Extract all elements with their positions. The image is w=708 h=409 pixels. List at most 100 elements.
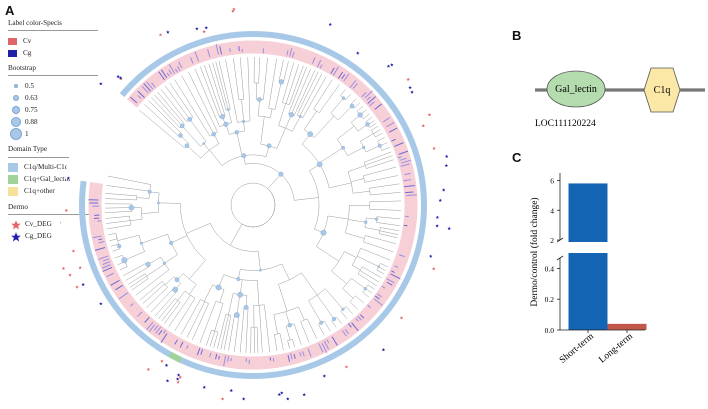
legend-item-domain: C1q/Multi-C1q [8, 162, 120, 174]
tree-branch [119, 266, 128, 271]
tree-branch [216, 119, 220, 127]
species-ring-tick [355, 318, 359, 322]
x-tick-label: Short-term [558, 331, 596, 366]
deg-star [441, 188, 446, 192]
tree-branch [206, 300, 217, 325]
species-ring-tick [178, 61, 183, 69]
species-ring-tick [349, 80, 357, 88]
tree-branch [228, 293, 234, 315]
y-axis-label: Dermo/control (fold change) [529, 197, 540, 306]
tree-branch [308, 300, 322, 323]
deg-star [427, 113, 432, 117]
bootstrap-node [174, 277, 180, 283]
domain-swatch [8, 187, 18, 197]
tree-branch [234, 340, 236, 352]
tree-branch [163, 298, 176, 313]
tree-branch [326, 79, 333, 88]
species-ring-tick [162, 329, 167, 334]
domain-type-ring [79, 31, 427, 379]
species-ring-tick [94, 247, 106, 251]
tree-branch [347, 165, 366, 172]
deg-star-markers [60, 7, 451, 401]
deg-star [438, 198, 442, 202]
species-ring-tick [292, 51, 295, 58]
tree-branch [256, 327, 258, 345]
tree-branch [202, 113, 215, 135]
tree-branch [112, 248, 121, 252]
bootstrap-node [349, 103, 355, 109]
deg-star [116, 74, 120, 79]
tree-branch [331, 270, 347, 285]
tree-branch [345, 306, 348, 309]
tree-branch [359, 270, 373, 279]
species-ring-tick [168, 69, 172, 75]
deg-star [66, 176, 71, 180]
deg-star [344, 365, 349, 369]
tree-branch [186, 223, 211, 234]
tree-branch [253, 304, 265, 306]
tree-branch [329, 182, 352, 189]
species-ring-tick [160, 333, 168, 343]
tree-branch [241, 79, 245, 100]
deg-star [229, 388, 233, 392]
species-ring-tick [130, 303, 134, 307]
species-ring-tick [312, 57, 316, 64]
tree-branch [154, 94, 175, 118]
tree-branch [275, 343, 278, 352]
x-tick-label: Long-term [597, 331, 635, 365]
tree-branch [357, 273, 367, 280]
species-ring-tick [146, 321, 154, 330]
fold-change-bar-chart: Dermo/control (fold change) 2460.00.20.4… [529, 173, 647, 366]
species-ring-tick [218, 355, 220, 360]
tree-branch [191, 329, 198, 341]
species-ring-tick [219, 46, 223, 55]
bootstrap-node [288, 112, 294, 118]
tree-branch [203, 143, 210, 151]
species-ring-tick [386, 278, 395, 284]
deg-star [231, 9, 235, 13]
circular-phylogenetic-tree [60, 7, 451, 401]
tree-branch [302, 104, 311, 119]
tree-branch [292, 339, 295, 348]
tree-branch [113, 215, 130, 218]
legend-item-bootstrap: 0.63 [8, 92, 120, 104]
species-ring-tick [141, 86, 149, 94]
bootstrap-node [316, 161, 323, 168]
tree-branch [209, 92, 220, 118]
tree-branch [347, 308, 354, 315]
tree-inner-area [103, 55, 403, 355]
bootstrap-node [241, 119, 246, 123]
deg-star [431, 267, 436, 271]
tree-branch [136, 197, 150, 199]
tree-branch [347, 147, 364, 156]
species-ring-tick [361, 91, 367, 98]
y-tick-label: 6 [550, 176, 554, 185]
tree-branch [381, 239, 396, 245]
tree-branch [218, 85, 227, 111]
tree-branch [279, 333, 282, 343]
tree-branch [272, 58, 277, 84]
tree-branch [204, 65, 217, 99]
tree-branch [229, 315, 232, 324]
species-ring-tick [397, 156, 402, 159]
tree-branch [274, 81, 282, 110]
legend-item-cg: Cg [8, 47, 120, 59]
tree-branch [241, 99, 245, 122]
bootstrap-node [215, 284, 222, 291]
species-ring-tick [319, 64, 323, 69]
deg-star [64, 208, 69, 212]
bootstrap-node [320, 229, 327, 236]
deg-star [75, 285, 79, 289]
species-ring-tick [92, 235, 102, 239]
species-ring-tick [398, 254, 405, 258]
species-ring-tick [406, 194, 417, 197]
bootstrap-node [278, 79, 284, 85]
domain-swatch [8, 175, 18, 185]
tree-branch [208, 63, 219, 94]
deg-star [202, 385, 206, 389]
bootstrap-node [259, 268, 262, 272]
tree-branch [236, 294, 241, 316]
tree-branch [212, 62, 220, 86]
species-ring-tick [341, 74, 346, 80]
bootstrap-node [257, 97, 262, 102]
